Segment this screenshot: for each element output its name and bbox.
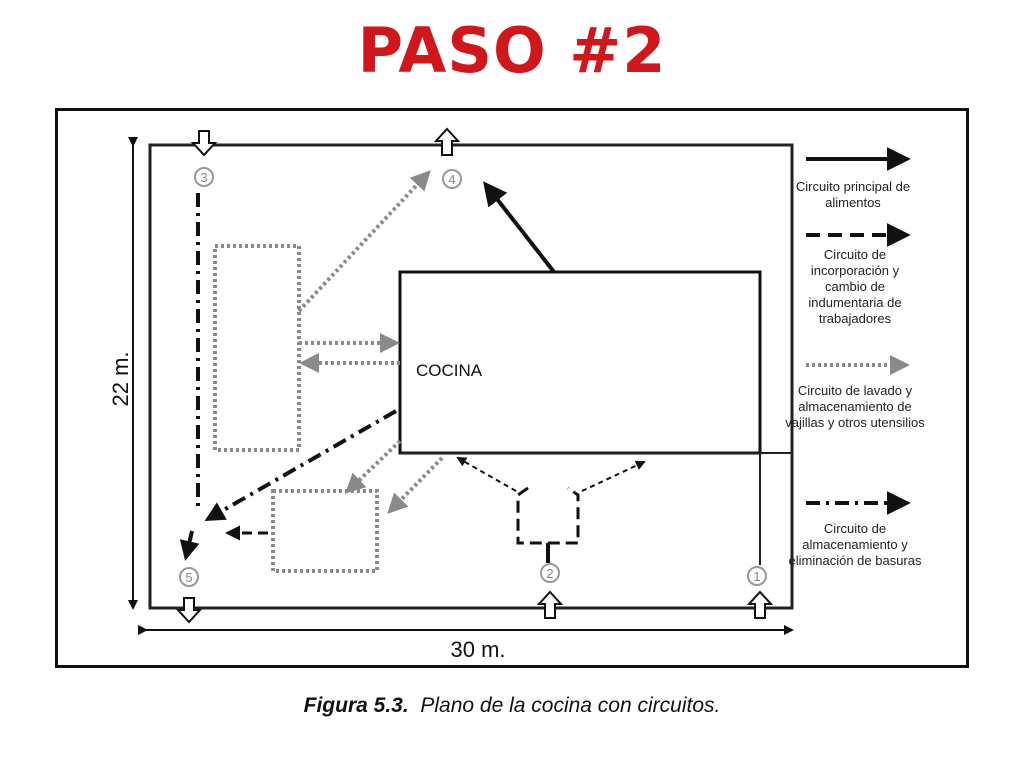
storage-area-bottom bbox=[271, 489, 379, 573]
dotted-arrow-to-4 bbox=[297, 170, 431, 313]
dotted-arrow-cocina-to-bottom bbox=[345, 439, 402, 494]
legend-label-dashed: Circuito de incorporación y cambio de in… bbox=[808, 247, 902, 326]
door-arrow-1-in bbox=[746, 590, 774, 619]
svg-text:3: 3 bbox=[200, 170, 207, 185]
legend-label-solid: Circuito principal de alimentos bbox=[795, 179, 911, 210]
svg-text:4: 4 bbox=[448, 172, 455, 187]
svg-text:2: 2 bbox=[546, 566, 553, 581]
figure-caption: Figura 5.3. Plano de la cocina con circu… bbox=[0, 694, 1024, 718]
caption-text: Plano de la cocina con circuitos. bbox=[420, 694, 721, 717]
plan-outer-wall bbox=[148, 143, 794, 610]
door-arrow-5-out bbox=[175, 597, 203, 624]
dashed-arrow-changing-to-corridor-right bbox=[581, 460, 646, 492]
svg-text:5: 5 bbox=[185, 570, 192, 585]
door-arrow-4-out bbox=[433, 127, 461, 156]
legend-label-dashdot: Circuito de almacenamiento y eliminación… bbox=[788, 521, 922, 568]
door-arrow-2-in bbox=[536, 590, 564, 619]
dashdot-arrow-cocina-to-5 bbox=[204, 409, 397, 521]
legend-label-dotted: Circuito de lavado y almacenamiento de v… bbox=[785, 383, 925, 430]
solid-arrow-to-4 bbox=[483, 181, 556, 274]
storage-area-left bbox=[213, 244, 301, 452]
point-3: 3 bbox=[194, 167, 214, 187]
door-arrow-3-in bbox=[190, 130, 218, 157]
height-dimension-label: 22 m. bbox=[108, 351, 133, 406]
point-1: 1 bbox=[747, 566, 767, 586]
point-2: 2 bbox=[540, 563, 560, 583]
width-dimension-label: 30 m. bbox=[450, 637, 505, 662]
dashdot-arrow-down-to-5 bbox=[179, 530, 200, 561]
kitchen-plan-figure: 22 m. 30 m. COCINA bbox=[55, 108, 969, 668]
dashed-arrow-changing-to-corridor-left bbox=[456, 457, 517, 492]
slide-title: PASO #2 bbox=[357, 14, 667, 87]
svg-text:1: 1 bbox=[753, 569, 760, 584]
changing-room-outline bbox=[516, 486, 580, 545]
cocina-label: COCINA bbox=[416, 361, 483, 380]
caption-label: Figura 5.3. bbox=[303, 694, 409, 717]
kitchen-plan-diagram: 22 m. 30 m. COCINA bbox=[108, 127, 911, 662]
point-5: 5 bbox=[179, 567, 199, 587]
dotted-arrow-corridor-to-bottom bbox=[387, 456, 444, 514]
point-4: 4 bbox=[442, 169, 462, 189]
